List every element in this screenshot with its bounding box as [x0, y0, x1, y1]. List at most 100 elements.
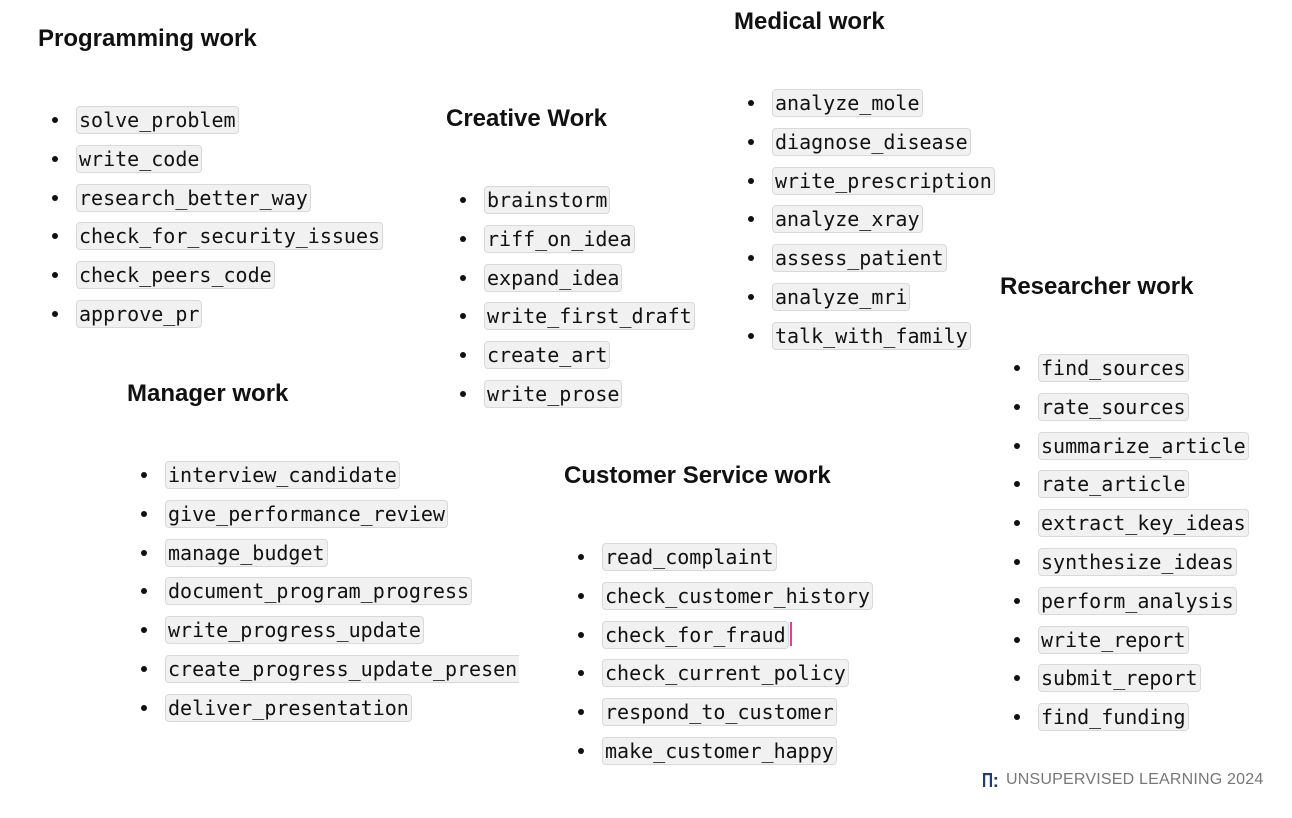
- section-manager: Manager work interview_candidate give_pe…: [127, 379, 520, 733]
- section-title-customer-service: Customer Service work: [564, 462, 831, 489]
- bullet-icon: [578, 747, 584, 754]
- ul-logo-icon: [983, 773, 998, 787]
- code-item[interactable]: write_prose: [484, 379, 623, 408]
- bullet-icon: [748, 293, 754, 300]
- code-item[interactable]: research_better_way: [76, 183, 311, 212]
- bullet-icon: [578, 670, 584, 677]
- bullet-icon: [1014, 365, 1020, 371]
- code-item[interactable]: submit_report: [1038, 664, 1201, 693]
- code-item[interactable]: extract_key_ideas: [1038, 509, 1249, 538]
- list-programming: solve_problem write_code research_better…: [38, 106, 384, 339]
- bullet-icon: [748, 255, 754, 262]
- bullet-icon: [460, 197, 466, 203]
- list-item: respond_to_customer: [564, 698, 873, 737]
- code-item[interactable]: deliver_presentation: [165, 693, 412, 722]
- code-item[interactable]: check_for_security_issues: [76, 222, 384, 251]
- list-medical: analyze_mole diagnose_disease write_pres…: [734, 89, 995, 361]
- list-item: check_current_policy: [564, 659, 873, 698]
- section-title-medical: Medical work: [734, 8, 885, 35]
- list-item: synthesize_ideas: [1000, 547, 1249, 587]
- code-item[interactable]: approve_pr: [76, 299, 203, 328]
- footer-text: UNSUPERVISED LEARNING 2024: [1006, 771, 1264, 788]
- list-item: talk_with_family: [734, 321, 995, 361]
- list-item: brainstorm: [446, 186, 695, 225]
- bullet-icon: [52, 194, 58, 201]
- code-item[interactable]: check_peers_code: [76, 261, 275, 290]
- bullet-icon: [460, 390, 466, 397]
- code-item[interactable]: make_customer_happy: [602, 736, 837, 765]
- code-item[interactable]: riff_on_idea: [484, 224, 635, 253]
- code-item[interactable]: give_performance_review: [165, 499, 448, 528]
- list-item: analyze_mri: [734, 282, 995, 322]
- bullet-icon: [141, 704, 147, 711]
- list-customer-service: read_complaint check_customer_history ch…: [564, 543, 873, 776]
- code-item[interactable]: analyze_mri: [772, 282, 911, 311]
- code-item[interactable]: check_current_policy: [602, 659, 849, 688]
- code-item[interactable]: check_for_fraud: [602, 620, 789, 649]
- list-item: read_complaint: [564, 543, 873, 582]
- list-item: write_first_draft: [446, 302, 695, 341]
- list-item: analyze_mole: [734, 89, 995, 128]
- code-item[interactable]: find_funding: [1038, 703, 1189, 732]
- list-item: diagnose_disease: [734, 127, 995, 167]
- bullet-icon: [460, 274, 466, 281]
- bullet-icon: [1014, 481, 1020, 488]
- bullet-icon: [748, 216, 754, 223]
- code-item[interactable]: write_prescription: [772, 166, 995, 195]
- code-item[interactable]: create_art: [484, 341, 611, 370]
- code-item[interactable]: expand_idea: [484, 263, 623, 292]
- bullet-icon: [141, 472, 147, 478]
- code-item[interactable]: manage_budget: [165, 538, 328, 567]
- code-item[interactable]: write_first_draft: [484, 302, 695, 331]
- code-item[interactable]: write_report: [1038, 625, 1189, 654]
- bullet-icon: [460, 235, 466, 242]
- code-item[interactable]: find_sources: [1038, 354, 1189, 382]
- list-item: find_funding: [1000, 703, 1249, 742]
- code-item[interactable]: talk_with_family: [772, 321, 971, 350]
- code-item[interactable]: read_complaint: [602, 543, 777, 571]
- list-item: create_progress_update_presen: [127, 654, 520, 694]
- list-item: check_for_security_issues: [38, 222, 384, 261]
- code-item[interactable]: brainstorm: [484, 186, 611, 214]
- bullet-icon: [578, 554, 584, 560]
- code-item[interactable]: diagnose_disease: [772, 127, 971, 156]
- bullet-icon: [141, 588, 147, 595]
- code-item[interactable]: synthesize_ideas: [1038, 547, 1237, 576]
- code-item[interactable]: solve_problem: [76, 106, 239, 134]
- bullet-icon: [141, 510, 147, 517]
- list-item: expand_idea: [446, 263, 695, 303]
- bullet-icon: [748, 100, 754, 106]
- code-item[interactable]: summarize_article: [1038, 431, 1249, 460]
- bullet-icon: [748, 138, 754, 145]
- code-item[interactable]: assess_patient: [772, 244, 947, 273]
- list-researcher: find_sources rate_sources summarize_arti…: [1000, 354, 1249, 742]
- bullet-icon: [1014, 558, 1020, 565]
- bullet-icon: [1014, 403, 1020, 410]
- list-item: document_program_progress: [127, 577, 519, 616]
- list-item: assess_patient: [734, 244, 995, 283]
- code-item[interactable]: respond_to_customer: [602, 698, 837, 727]
- section-customer-service: Customer Service work read_complaint che…: [564, 461, 873, 776]
- bullet-icon: [141, 549, 147, 556]
- list-item: find_sources: [1000, 354, 1249, 393]
- code-item[interactable]: write_progress_update: [165, 616, 424, 645]
- section-researcher: Researcher work find_sources rate_source…: [1000, 272, 1249, 742]
- code-item[interactable]: analyze_xray: [772, 205, 923, 234]
- section-programming: Programming work solve_problem write_cod…: [38, 24, 384, 339]
- code-item[interactable]: analyze_mole: [772, 89, 923, 117]
- code-item[interactable]: rate_sources: [1038, 392, 1189, 421]
- bullet-icon: [52, 117, 58, 123]
- code-item[interactable]: write_code: [76, 144, 203, 173]
- bullet-icon: [1014, 636, 1020, 643]
- code-item[interactable]: interview_candidate: [165, 461, 400, 489]
- code-item[interactable]: create_progress_update_presen: [165, 654, 520, 683]
- section-medical: Medical work analyze_mole diagnose_disea…: [734, 7, 995, 361]
- bullet-icon: [52, 155, 58, 162]
- section-creative: Creative Work brainstorm riff_on_idea ex…: [446, 104, 695, 419]
- code-item[interactable]: document_program_progress: [165, 577, 473, 606]
- code-item[interactable]: check_customer_history: [602, 581, 873, 610]
- code-item[interactable]: perform_analysis: [1038, 586, 1237, 615]
- code-item[interactable]: rate_article: [1038, 470, 1189, 499]
- bullet-icon: [578, 631, 584, 638]
- list-item: solve_problem: [38, 106, 383, 145]
